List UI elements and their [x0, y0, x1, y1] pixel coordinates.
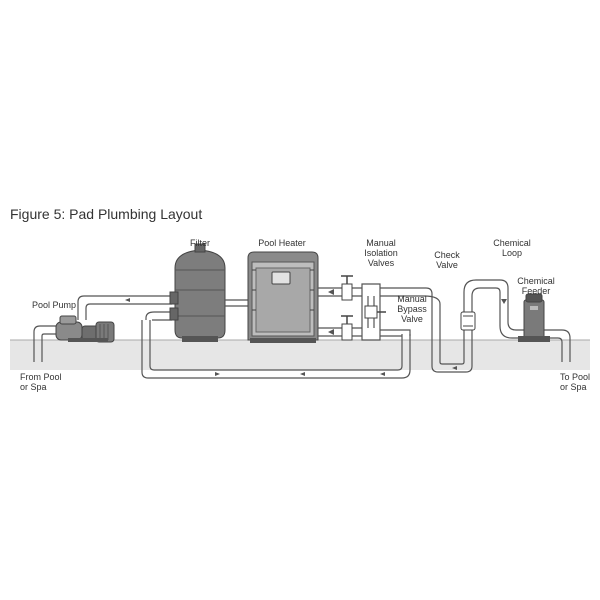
label-chemical-feeder: Chemical Feeder	[517, 276, 555, 296]
from-pool-pipe	[33, 325, 58, 362]
label-from-pool: From Pool or Spa	[20, 372, 62, 392]
pool-heater	[247, 251, 319, 343]
pool-pump	[55, 315, 115, 343]
underground-pipe	[141, 320, 411, 379]
label-chemical-loop: Chemical Loop	[493, 238, 531, 258]
chemical-loop-arrow	[501, 299, 507, 304]
manifold-bottom-pipe	[380, 329, 411, 337]
pump-to-filter-pipe	[77, 295, 172, 320]
label-manual-isolation-valves: Manual Isolation Valves	[364, 238, 398, 268]
label-pool-pump: Pool Pump	[31, 300, 77, 310]
label-manual-bypass-valve: Manual Bypass Valve	[397, 294, 427, 324]
underground-flow-arrows	[215, 372, 385, 376]
heater-inlet-pipe	[318, 287, 362, 297]
label-to-pool: To Pool or Spa	[560, 372, 591, 392]
figure-title: Figure 5: Pad Plumbing Layout	[10, 206, 203, 222]
return-loop-pipe	[431, 279, 492, 373]
chemical-loop-pipe	[492, 279, 571, 362]
filter-tank	[169, 243, 226, 342]
ground-slab	[10, 340, 590, 370]
check-valve	[460, 311, 476, 331]
chemical-feeder	[518, 293, 550, 342]
isolation-valve-bottom	[341, 315, 353, 341]
return-arrow	[452, 366, 457, 370]
pump-to-filter-arrow	[125, 298, 130, 302]
filter-outlet-pipe	[145, 311, 172, 321]
bypass-valve	[364, 305, 386, 319]
isolation-valve-top	[341, 275, 353, 301]
label-pool-heater: Pool Heater	[258, 238, 306, 248]
label-check-valve: Check Valve	[434, 250, 460, 270]
manifold-top-pipe	[380, 287, 398, 297]
label-filter: Filter	[190, 238, 210, 248]
heater-inlet-arrow	[328, 289, 334, 295]
heater-outlet-pipe	[318, 327, 362, 337]
heater-outlet-arrow	[328, 329, 334, 335]
manifold-to-return-pipe	[398, 287, 441, 340]
filter-to-heater-pipe	[225, 299, 250, 307]
